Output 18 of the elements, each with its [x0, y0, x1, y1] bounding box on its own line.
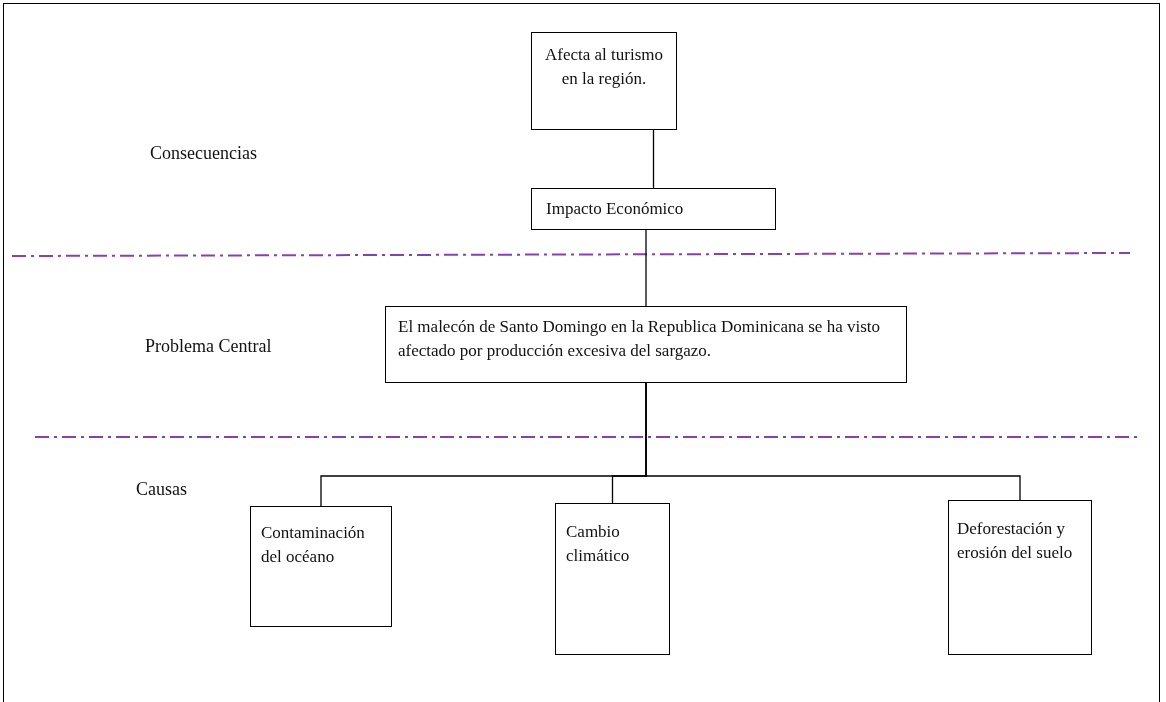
connector-line — [645, 382, 1021, 501]
section-label: Consecuencias — [150, 143, 257, 164]
box-text: El malecón de Santo Domingo en la Republica Dominicana se ha visto afectado por producción excesiva del sargazo. — [398, 316, 882, 362]
connector-line — [645, 229, 647, 307]
section-label: Problema Central — [145, 336, 272, 357]
section-label: Causas — [136, 479, 187, 500]
box-text: Afecta al turismo en la región. — [544, 44, 664, 90]
text-box — [555, 503, 670, 655]
box-text: Contaminación del océano — [261, 522, 366, 568]
box-text: Deforestación y erosión del suelo — [957, 518, 1074, 564]
box-text: Cambio climático — [566, 521, 631, 567]
box-text: Impacto Económico — [546, 198, 684, 220]
text-box — [531, 188, 776, 230]
text-box — [385, 306, 907, 383]
text-box — [531, 32, 677, 130]
text-box — [948, 500, 1092, 655]
text-box — [250, 506, 392, 627]
connector-line — [652, 129, 655, 189]
